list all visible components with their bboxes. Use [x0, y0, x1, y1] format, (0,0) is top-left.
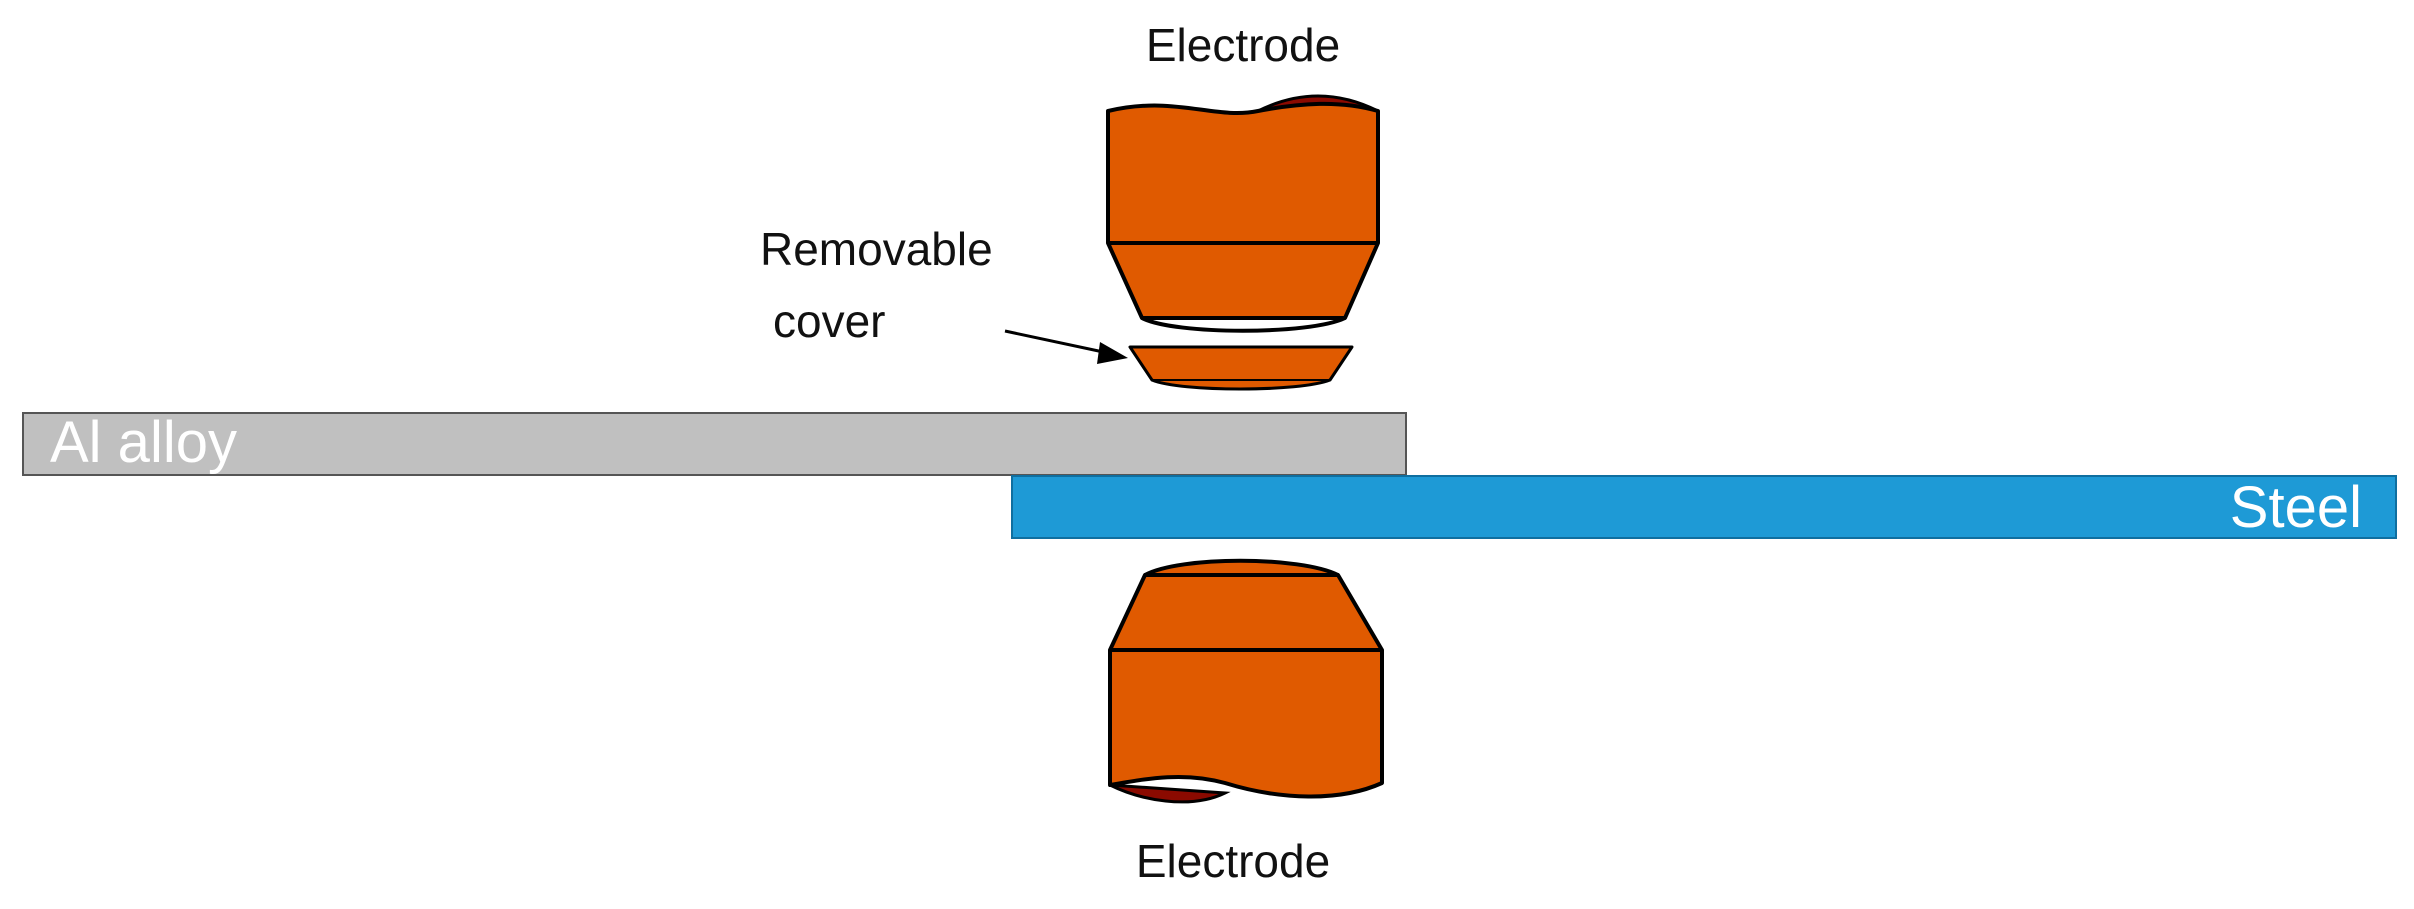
top-electrode-body — [1106, 101, 1380, 320]
bottom-electrode-tip — [1144, 558, 1339, 577]
removable-cover — [1128, 345, 1354, 391]
top-electrode — [1106, 94, 1380, 333]
steel-label: Steel — [2230, 475, 2362, 540]
electrode-bottom-label: Electrode — [1136, 835, 1330, 887]
cover-pointer-arrow — [1004, 329, 1128, 364]
steel-sheet — [1011, 475, 2397, 539]
bottom-electrode-body — [1108, 573, 1384, 799]
electrode-top-label: Electrode — [1146, 19, 1340, 71]
bottom-electrode — [1108, 558, 1384, 804]
removable-cover-shape — [1128, 345, 1354, 391]
removable-cover-label-line2: cover — [773, 295, 885, 347]
top-electrode-tip — [1141, 316, 1346, 333]
al-alloy-sheet — [22, 412, 1407, 476]
removable-cover-label-line1: Removable — [760, 223, 993, 275]
al-alloy-label: Al alloy — [50, 410, 237, 475]
bottom-electrode-cap-shadow — [1109, 783, 1231, 804]
